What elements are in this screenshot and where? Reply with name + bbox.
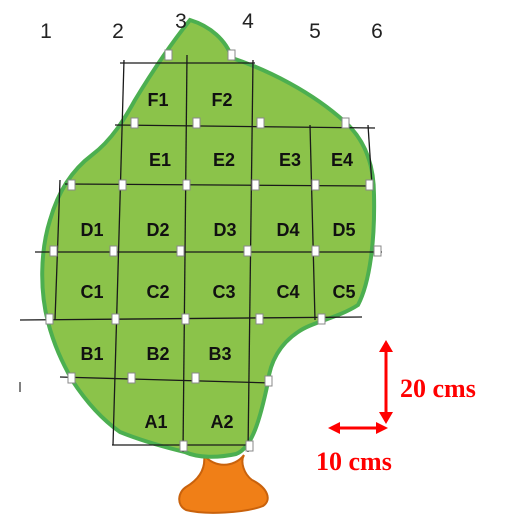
- cell-label: C4: [276, 282, 299, 302]
- cell-label: E3: [279, 150, 301, 170]
- cell-label: D1: [80, 220, 103, 240]
- cell-label: C2: [146, 282, 169, 302]
- cell-label: B3: [208, 344, 231, 364]
- cell-label: A2: [210, 412, 233, 432]
- stem-shape: [178, 451, 269, 514]
- cell-labels: F1 F2 E1 E2 E3 E4 D1 D2 D3 D4 D5 C1 C2 C…: [80, 90, 355, 432]
- cell-label: D3: [213, 220, 236, 240]
- scale-indicators: [328, 340, 393, 434]
- column-numbers: 1 2 3 4 5 6: [40, 10, 383, 43]
- grid-markers: [45, 49, 382, 452]
- cell-label: E4: [331, 150, 353, 170]
- arrow-head-down-icon: [379, 412, 393, 424]
- column-number-6: 6: [371, 20, 383, 43]
- cell-label: B1: [80, 344, 103, 364]
- column-number-1: 1: [40, 20, 52, 43]
- cell-label: F2: [211, 90, 232, 110]
- column-number-3: 3: [175, 10, 187, 33]
- cell-label: D2: [146, 220, 169, 240]
- cell-label: C1: [80, 282, 103, 302]
- cell-label: D5: [332, 220, 355, 240]
- column-number-5: 5: [309, 20, 321, 43]
- cell-label: E2: [213, 150, 235, 170]
- arrow-head-left-icon: [328, 422, 340, 434]
- arrow-head-right-icon: [376, 422, 388, 434]
- cell-label: F1: [147, 90, 168, 110]
- cell-label: C3: [212, 282, 235, 302]
- vertical-scale-label: 20 cms: [400, 374, 476, 403]
- cell-label: E1: [149, 150, 171, 170]
- cell-label: D4: [276, 220, 299, 240]
- leaf-shape: [40, 17, 377, 459]
- column-number-2: 2: [112, 20, 124, 43]
- grid-lines: [19, 54, 382, 453]
- column-number-4: 4: [242, 10, 254, 33]
- cell-label: C5: [332, 282, 355, 302]
- cell-label: A1: [144, 412, 167, 432]
- cell-label: B2: [146, 344, 169, 364]
- horizontal-scale-label: 10 cms: [316, 447, 392, 476]
- arrow-head-up-icon: [379, 340, 393, 352]
